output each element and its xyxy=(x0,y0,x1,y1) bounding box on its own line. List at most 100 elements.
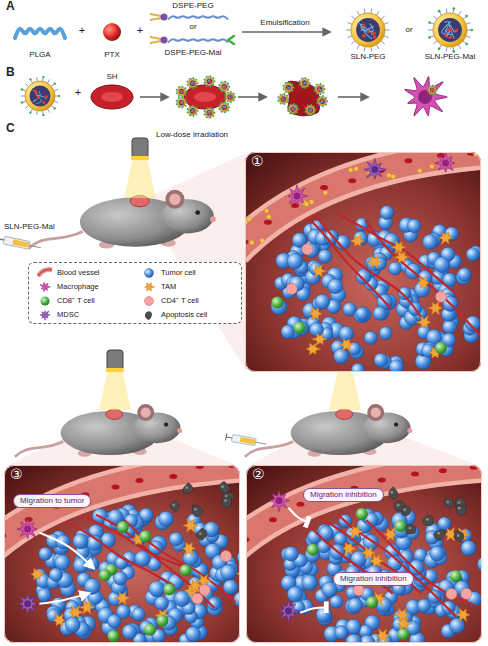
sln-peg-mal-particle-part xyxy=(191,83,193,85)
tumor-cells-part xyxy=(73,534,89,550)
sln-peg-mal-particle-part xyxy=(223,107,225,109)
sln-peg-mal-particle-part xyxy=(231,95,233,97)
sln-peg-particle-part xyxy=(357,11,359,15)
mouse-part xyxy=(106,409,123,419)
cd4-t-cells-part xyxy=(192,593,203,604)
sln-peg-mal-particle-part xyxy=(291,108,295,111)
cd8-t-cells xyxy=(99,521,192,642)
tumor-scene-part xyxy=(403,508,406,511)
cd4-t-cells-part xyxy=(461,588,472,599)
component-label: PLGA xyxy=(29,50,50,59)
sln-peg-mal-particle-part xyxy=(302,82,305,84)
tumor-cells-part xyxy=(339,326,354,341)
sln-peg-mal-particle-part xyxy=(322,99,324,101)
tam-cells-part xyxy=(31,569,45,580)
tam-cells-part xyxy=(394,251,408,264)
sln-peg-mal-particle-part xyxy=(286,88,288,90)
blocked-arrow xyxy=(300,607,326,612)
sln-peg-mal-particle-part xyxy=(319,98,325,104)
sln-peg-mal-particle-part xyxy=(35,91,38,94)
mouse-part xyxy=(29,232,83,249)
irradiation-lamp-part xyxy=(131,156,149,160)
panel-letter: C xyxy=(6,122,15,136)
tam-cells-part xyxy=(312,334,327,346)
sln-peg-mal-particle-part xyxy=(282,99,284,101)
panel-b-art xyxy=(21,75,447,119)
blood-vessel-part xyxy=(246,465,482,545)
immune-cell xyxy=(270,491,290,512)
tumor-cells-part xyxy=(449,618,464,633)
sln-peg-particle-part xyxy=(373,36,376,39)
zoom-panel: ① xyxy=(245,152,481,372)
tumor-scene xyxy=(4,465,240,643)
sln-peg-mal-particle-part xyxy=(213,112,215,114)
cd4-t-cells-part xyxy=(302,244,313,255)
sln-peg-mal-particle-part xyxy=(227,94,233,100)
blood-vessel-part xyxy=(378,477,386,482)
apoptosis-cell xyxy=(456,505,467,516)
sln-peg-mal-particle-part xyxy=(293,110,295,112)
apoptosis-cell xyxy=(196,528,207,540)
sln-peg-particle-part xyxy=(370,47,372,52)
sln-peg-mal-particle-part xyxy=(432,89,434,91)
sln-peg-mal-particle xyxy=(21,76,61,116)
nanoparticle xyxy=(304,202,308,206)
tumor-cells-part xyxy=(84,578,100,594)
tumor-scene-part xyxy=(194,508,197,511)
tam-cells xyxy=(31,519,240,626)
sln-peg-particle xyxy=(346,9,390,52)
sln-peg-mal-particle-part xyxy=(230,95,232,98)
zoom-panel: ③Migration to tumor xyxy=(4,465,240,643)
tumor-capillary-part xyxy=(68,510,189,568)
sln-peg-mal-particle-part xyxy=(317,89,319,91)
sln-peg-mal-particle-part xyxy=(193,81,195,83)
sln-peg-mal-particle-part xyxy=(33,90,41,104)
immune-cell-part xyxy=(17,519,37,539)
sln-peg-mal-particle-part xyxy=(42,76,44,78)
sln-peg-mal-particle xyxy=(316,95,328,107)
sln-peg-mal-particle-part xyxy=(209,80,211,82)
blood-vessel-part xyxy=(296,502,304,507)
nanoparticle xyxy=(430,164,434,168)
sln-peg-mal-particle-part xyxy=(320,100,322,102)
sln-peg-mal-particle-part xyxy=(320,100,323,102)
tam-cells-part xyxy=(182,542,195,555)
sln-peg-mal-particle-part xyxy=(205,77,213,85)
panel-number: ③ xyxy=(10,467,23,482)
tam-cells-part xyxy=(361,547,375,559)
sln-peg-mal-particle-part xyxy=(459,11,461,15)
sln-peg-mal-particle-part xyxy=(210,80,212,82)
panel-b-art-part xyxy=(238,96,266,98)
blocked-arrow xyxy=(288,508,307,522)
macrophage xyxy=(405,77,447,116)
blood-vessel-part xyxy=(348,178,356,183)
sln-peg-particle-part xyxy=(381,16,385,19)
sln-peg-mal-particle-part xyxy=(320,100,322,102)
sln-peg-mal-particle-part xyxy=(189,107,197,115)
sln-peg-mal-particle-part xyxy=(322,99,324,101)
sln-peg-mal-particle-part xyxy=(181,101,183,104)
sln-peg-mal-particle-part xyxy=(181,100,183,102)
tumor-cells-part xyxy=(135,551,151,567)
macrophage-part xyxy=(405,77,447,116)
sln-peg-mal-particle-part xyxy=(297,108,299,110)
mouse-part xyxy=(195,210,200,215)
tumor-cells-part xyxy=(132,608,145,621)
nanoparticle xyxy=(250,240,254,244)
legend-icon-part xyxy=(145,269,154,278)
component-label: PTX xyxy=(104,50,120,59)
sln-peg-mal-particle-part xyxy=(428,21,431,24)
sln-peg-mal-particle-part xyxy=(287,86,289,88)
syringe xyxy=(0,235,42,252)
sln-peg-mal-particle-part xyxy=(191,111,192,113)
sln-peg-mal-particle-part xyxy=(289,88,291,90)
sln-peg-mal-particle-part xyxy=(207,112,210,114)
sln-peg-mal-particle-part xyxy=(29,78,31,80)
tumor-cells-part xyxy=(379,327,392,340)
sln-peg-mal-particle-part xyxy=(449,28,452,31)
nanoparticle xyxy=(247,217,251,221)
sln-peg-mal-particle-part xyxy=(36,111,38,115)
legend-icon xyxy=(37,267,53,279)
immune-cell-part xyxy=(24,600,31,607)
tumor-scene-part xyxy=(409,527,412,530)
